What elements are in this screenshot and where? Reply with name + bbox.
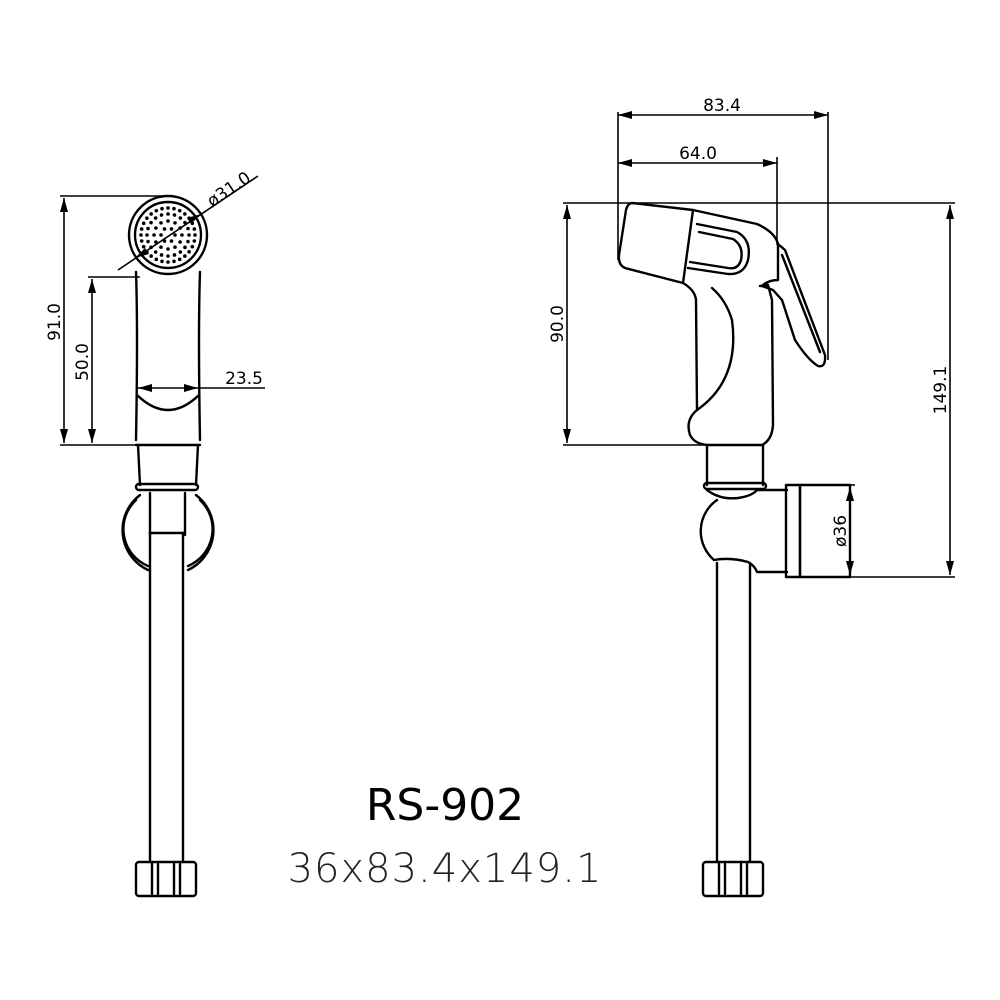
dim-label-64: 64.0	[679, 144, 717, 164]
overall-size: 36x83.4x149.1	[287, 846, 603, 892]
side-hex-nut-icon	[701, 860, 765, 898]
spray-nozzles-icon	[139, 206, 197, 264]
side-neck-ring	[702, 481, 768, 491]
neck-right	[194, 443, 200, 487]
holder-bulb	[699, 498, 719, 562]
dim-label-31: ø31.0	[204, 168, 255, 212]
spray-head-ring	[133, 200, 203, 270]
dim-label-50: 50.0	[73, 343, 93, 381]
holder-flange	[784, 483, 802, 579]
dim-label-149-1: 149.1	[931, 366, 951, 415]
holder-right-arc-inner	[186, 498, 214, 568]
holder-bottom	[712, 557, 789, 574]
holder-top	[705, 488, 789, 500]
dim-handle-width: 23.5	[138, 369, 265, 392]
handle-right-edge	[197, 270, 202, 442]
dim-overall-width: 83.4	[617, 96, 829, 360]
hex-nut-icon	[134, 860, 198, 898]
trigger-edge	[780, 253, 822, 354]
dim-overall-height: 91.0	[45, 195, 168, 446]
grip-curve	[695, 286, 735, 412]
neck-left	[136, 443, 142, 487]
dim-label-91: 91.0	[45, 303, 65, 341]
body-slot-outer	[686, 222, 751, 276]
body-top	[691, 208, 780, 246]
trigger-lever	[760, 242, 827, 368]
dim-total-height: 149.1	[850, 205, 955, 578]
model-title: RS-902	[365, 780, 525, 831]
dim-head-height: 90.0	[548, 202, 955, 446]
neck-ring	[134, 482, 200, 492]
dim-label-83-4: 83.4	[703, 96, 741, 116]
dim-head-width: 64.0	[618, 144, 778, 245]
body-slot-inner	[688, 230, 743, 270]
handle-left-edge	[134, 270, 139, 442]
side-view: 83.4 64.0 90.0 149.1	[548, 96, 955, 898]
holder-left-arc-inner	[122, 498, 150, 568]
dim-handle-height: 50.0	[73, 276, 140, 443]
nozzle-head	[617, 201, 695, 285]
dim-holder-diameter: ø36	[831, 484, 855, 575]
handle-grip-curve	[135, 393, 201, 412]
dim-label-23-5: 23.5	[225, 369, 263, 389]
dim-label-36: ø36	[831, 515, 851, 547]
grip-body	[681, 281, 775, 447]
dim-label-90: 90.0	[548, 305, 568, 343]
